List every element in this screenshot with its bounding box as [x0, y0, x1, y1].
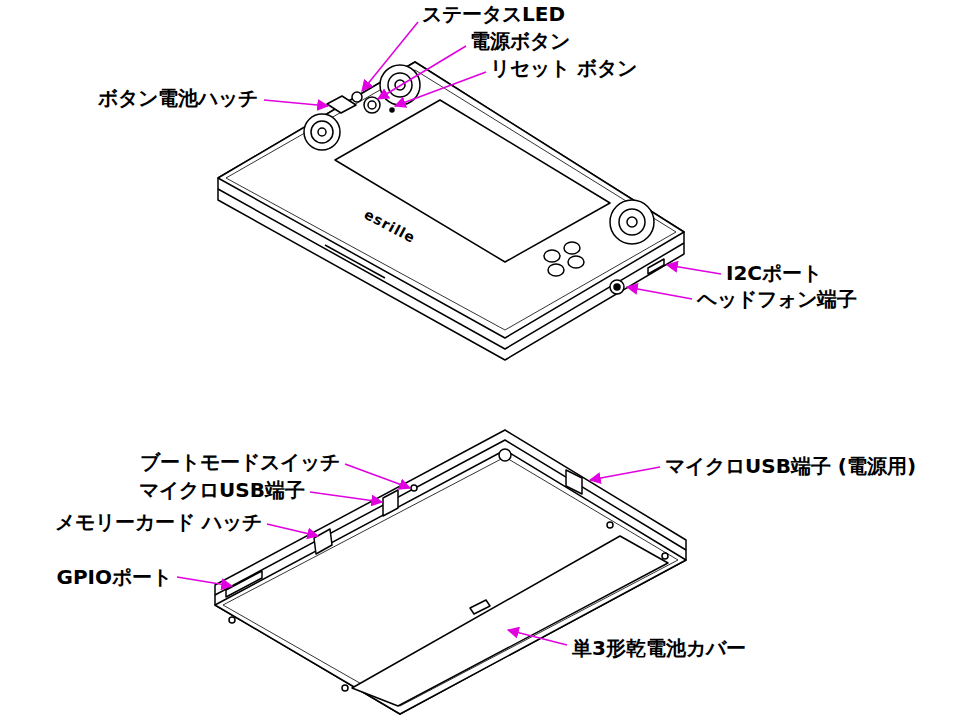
callout-label: マイクロUSB端子 (電源用) [665, 454, 916, 478]
top-view [218, 62, 684, 360]
callout-label: メモリーカード ハッチ [55, 510, 262, 534]
callout-label: ボタン電池ハッチ [98, 86, 258, 110]
callout-label: I2Cポート [726, 261, 822, 285]
callout-label: 単3形乾電池カバー [572, 636, 746, 660]
callout-label: ヘッドフォン端子 [697, 287, 857, 311]
leader-lines [177, 22, 721, 645]
callout-label: GPIOポート [56, 565, 172, 589]
callout-label: リセット ボタン [490, 56, 637, 80]
callout-label: ステータスLED [422, 2, 565, 26]
logo-text: esrille [362, 206, 419, 247]
callout-label: 電源ボタン [470, 29, 570, 53]
callout-label: マイクロUSB端子 [139, 478, 305, 502]
callout-label: ブートモードスイッチ [140, 450, 340, 474]
